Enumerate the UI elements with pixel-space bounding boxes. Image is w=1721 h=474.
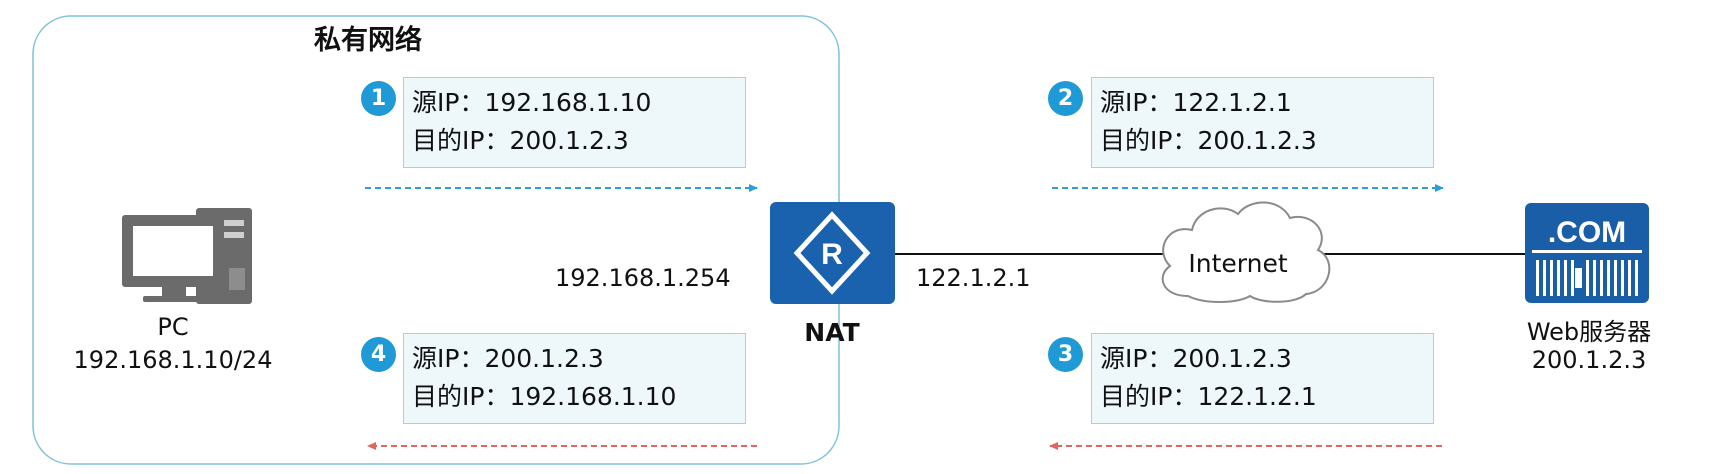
router-icon: R [770,202,895,304]
internet-label: Internet [1188,249,1287,278]
pc-label: PC [157,313,189,341]
src-label: 源IP： [412,88,485,117]
packet-box-step-3: 源IP：200.1.2.3 目的IP：122.1.2.1 [1091,333,1434,424]
router-inside-ip-label: 192.168.1.254 [555,264,731,292]
packet-box-step-1: 源IP：192.168.1.10 目的IP：200.1.2.3 [403,77,746,168]
packet-box-step-4: 源IP：200.1.2.3 目的IP：192.168.1.10 [403,333,746,424]
router-glyph: R [821,238,843,271]
src-label: 源IP： [412,344,485,373]
step-badge-1: 1 [361,81,396,116]
pc-ip-label: 192.168.1.10/24 [73,346,273,374]
src-ip: 192.168.1.10 [484,88,652,117]
cloud-icon: Internet [1161,201,1331,303]
dst-ip: 200.1.2.3 [509,126,629,155]
src-ip: 200.1.2.3 [1172,344,1292,373]
packet-box-step-2: 源IP：122.1.2.1 目的IP：200.1.2.3 [1091,77,1434,168]
desktop-computer-icon [122,208,252,304]
src-ip: 122.1.2.1 [1172,88,1292,117]
src-label: 源IP： [1100,344,1173,373]
private-network-title: 私有网络 [314,25,422,56]
step-badge-3: 3 [1048,337,1083,372]
dst-label: 目的IP： [1100,382,1198,411]
router-name-label: NAT [804,318,860,347]
dst-label: 目的IP： [412,126,510,155]
web-server-icon: .COM [1525,203,1649,303]
server-badge-text: .COM [1548,216,1626,249]
dst-ip: 200.1.2.3 [1197,126,1317,155]
dst-label: 目的IP： [1100,126,1198,155]
step-badge-4: 4 [361,337,396,372]
dst-ip: 122.1.2.1 [1197,382,1317,411]
step-badge-2: 2 [1048,81,1083,116]
server-ip-label: 200.1.2.3 [1531,346,1647,374]
src-ip: 200.1.2.3 [484,344,604,373]
server-name-label: Web服务器 [1526,318,1652,346]
dst-ip: 192.168.1.10 [509,382,677,411]
src-label: 源IP： [1100,88,1173,117]
dst-label: 目的IP： [412,382,510,411]
router-outside-ip-label: 122.1.2.1 [916,264,1031,292]
